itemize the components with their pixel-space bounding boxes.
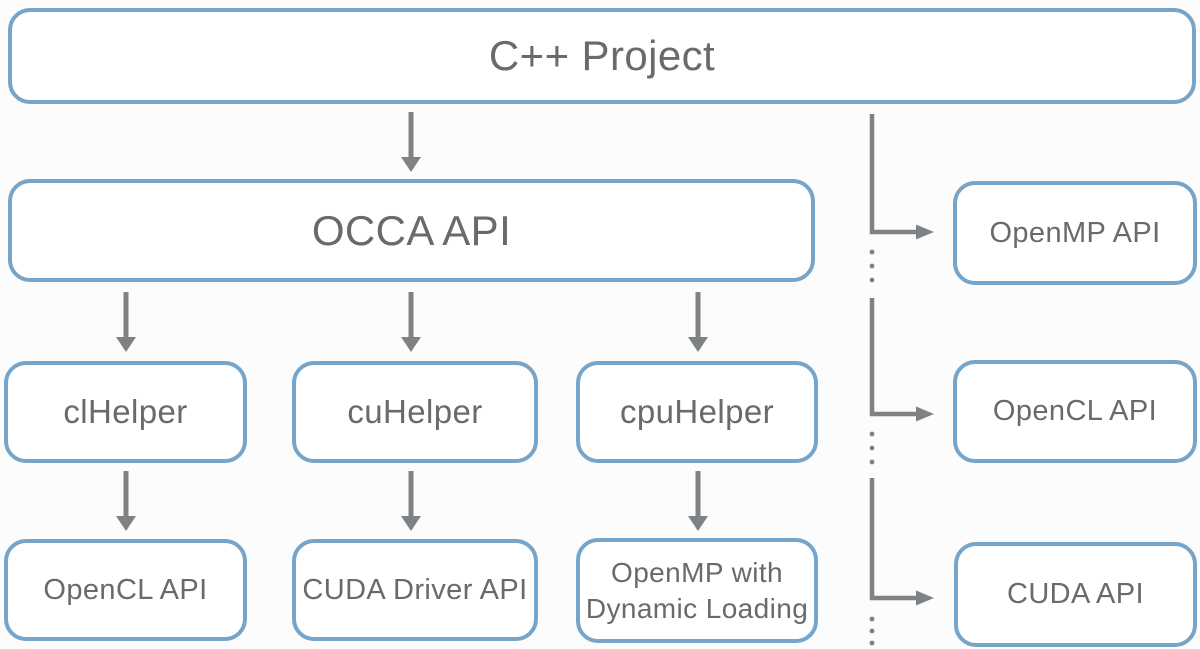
box-opencl-api-native-label: OpenCL API [992, 395, 1158, 427]
elbow-project-to-opencl-api [869, 298, 934, 422]
box-cuda-api-native: CUDA API [954, 542, 1197, 647]
box-cuda-driver-api: CUDA Driver API [292, 539, 538, 641]
box-cpp-project-label: C++ Project [488, 32, 716, 79]
dotted-gap-1 [869, 249, 875, 283]
elbow-project-to-cuda-api [869, 478, 934, 606]
box-openmp-dynamic-loading: OpenMP with Dynamic Loading [576, 538, 818, 643]
arrow-cpuhelper-to-openmp-dynamic [688, 471, 708, 531]
elbow-project-to-openmp-api [869, 114, 934, 240]
box-cuhelper: cuHelper [292, 361, 538, 463]
box-opencl-api-backend-label: OpenCL API [43, 573, 208, 606]
box-opencl-api-backend: OpenCL API [4, 539, 247, 641]
box-opencl-api-native: OpenCL API [953, 360, 1197, 463]
arrow-project-to-occa [401, 112, 421, 172]
dotted-gap-3 [869, 616, 875, 646]
box-openmp-api-native-label: OpenMP API [989, 216, 1161, 249]
arrow-occa-to-cpuhelper [688, 292, 708, 352]
arrow-clhelper-to-opencl [116, 471, 136, 531]
box-openmp-api-native: OpenMP API [953, 181, 1197, 285]
box-clhelper: clHelper [4, 361, 247, 463]
box-cpuhelper: cpuHelper [576, 361, 818, 463]
box-cpuhelper-label: cpuHelper [619, 393, 775, 430]
arrow-occa-to-clhelper [116, 292, 136, 352]
box-clhelper-label: clHelper [63, 393, 188, 430]
box-cpp-project: C++ Project [8, 8, 1196, 104]
arrow-cuhelper-to-cuda-driver [401, 471, 421, 531]
box-cuda-api-native-label: CUDA API [1007, 578, 1144, 610]
dotted-gap-2 [869, 431, 875, 465]
openmp-dynamic-line1: OpenMP with [611, 556, 783, 588]
box-occa-api-label: OCCA API [311, 206, 512, 254]
box-cuda-driver-api-label: CUDA Driver API [302, 573, 528, 606]
openmp-dynamic-line2: Dynamic Loading [585, 592, 809, 624]
box-occa-api: OCCA API [8, 179, 815, 282]
arrow-occa-to-cuhelper [401, 292, 421, 352]
box-cuhelper-label: cuHelper [347, 393, 483, 430]
box-openmp-dynamic-loading-label: OpenMP with Dynamic Loading [586, 555, 808, 627]
